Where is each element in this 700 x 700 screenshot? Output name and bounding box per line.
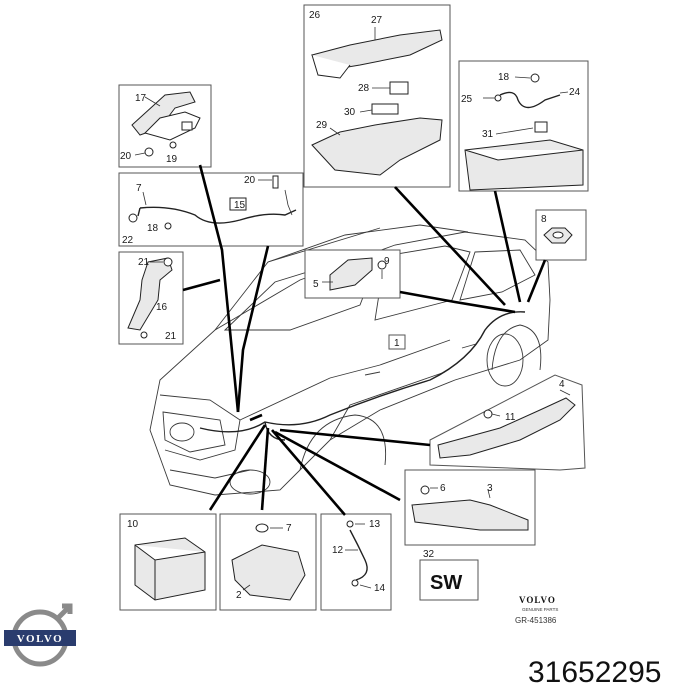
callout-11: 11 [505,412,516,423]
volvo-small-logo: VOLVO GENUINE PARTS GR-451386 [515,595,558,625]
box-covers-26: 26 27 28 30 29 [303,4,451,188]
callout-7-bracket: 7 [286,523,292,534]
box-battery-cover-17: 17 20 19 [118,84,212,168]
callout-3: 3 [487,483,493,494]
callout-19: 19 [166,154,178,165]
callout-10: 10 [127,519,139,530]
callout-15: 15 [234,200,246,211]
callout-8: 8 [541,214,547,225]
callout-31: 31 [482,129,494,140]
callout-17: 17 [135,93,147,104]
callout-16: 16 [156,302,168,313]
box-bracket-2: 7 2 [219,513,317,611]
callout-29: 29 [316,120,328,131]
callout-2: 2 [236,590,242,601]
box-bracket-16: 21 16 21 [118,251,184,345]
callout-18-cable: 18 [147,223,159,234]
box-module-10: 10 [119,513,217,611]
box-nut-8: 8 [535,209,587,261]
box-rail-3: 6 3 [404,469,536,546]
callout-22: 22 [122,235,134,246]
callout-12: 12 [332,545,344,556]
callout-21-top: 21 [138,257,150,268]
callout-21-bottom: 21 [165,331,177,342]
box-clip-5: 5 9 [304,249,401,299]
part-number: 31652295 [528,656,661,689]
callout-25: 25 [461,94,473,105]
svg-text:VOLVO: VOLVO [17,633,63,645]
callout-20-top: 20 [120,151,132,162]
svg-text:GENUINE PARTS: GENUINE PARTS [522,607,558,612]
volvo-brand-logo: VOLVO [4,603,76,667]
box-ground-cable-12: 13 12 14 [320,513,392,611]
callout-1-box: 1 [388,334,406,350]
callout-20-mid: 20 [244,175,256,186]
callout-7-cable: 7 [136,183,142,194]
callout-13: 13 [369,519,381,530]
callout-32: 32 [423,549,435,560]
callout-5: 5 [313,279,319,290]
callout-1: 1 [394,338,400,349]
reference-code: GR-451386 [515,616,557,625]
box-rail-4: 4 11 [429,374,586,471]
car-illustration [149,224,551,496]
callout-27: 27 [371,15,383,26]
callout-18-battery: 18 [498,72,510,83]
callout-4: 4 [559,379,565,390]
callout-14: 14 [374,583,386,594]
sw-label: SW [430,572,462,594]
callout-6: 6 [440,483,446,494]
box-software-32: 32 SW [419,549,479,601]
callout-9: 9 [384,256,390,267]
box-battery-23: 18 25 24 31 [458,60,589,192]
leader-lines [182,164,547,516]
callout-26: 26 [309,10,321,21]
callout-30: 30 [344,107,356,118]
callout-28: 28 [358,83,370,94]
callout-24: 24 [569,87,581,98]
svg-text:VOLVO: VOLVO [519,595,556,605]
